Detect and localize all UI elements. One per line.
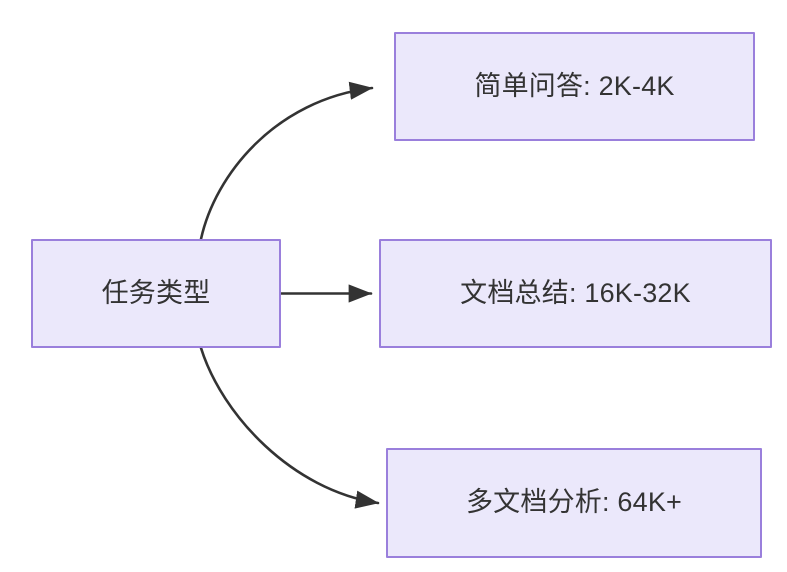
node-multi-doc-analysis-label: 多文档分析: 64K+	[465, 487, 682, 518]
node-multi-doc-analysis[interactable]: 多文档分析: 64K+	[386, 448, 762, 558]
node-simple-qa[interactable]: 简单问答: 2K-4K	[394, 32, 755, 141]
node-doc-summary[interactable]: 文档总结: 16K-32K	[379, 239, 772, 348]
node-task-type[interactable]: 任务类型	[31, 239, 281, 348]
edge-root-to-simple-qa	[199, 81, 374, 241]
node-doc-summary-label: 文档总结: 16K-32K	[460, 277, 691, 308]
node-task-type-label: 任务类型	[101, 277, 211, 308]
edge-root-to-multi-doc	[199, 346, 380, 509]
node-simple-qa-label: 简单问答: 2K-4K	[474, 70, 675, 101]
